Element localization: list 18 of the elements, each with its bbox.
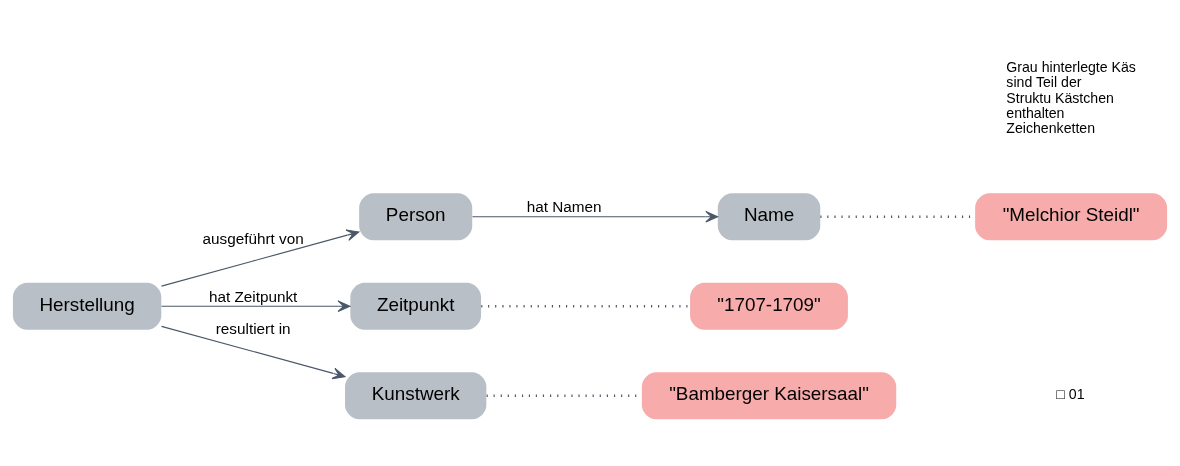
edge-label: ausgeführt von [202, 229, 304, 247]
node-box: "Melchior Steidl" [975, 192, 1168, 240]
arrow [160, 299, 351, 312]
label: Grau hinterlegte Käs sind Teil der Struktu Kästchen enthalten Zeichenketten [1006, 58, 1136, 136]
arrow [471, 210, 719, 223]
node-box: Kunstwerk [345, 371, 487, 419]
arrow [160, 228, 360, 287]
node-box: "1707-1709" [690, 282, 848, 330]
node-box: Herstellung [12, 282, 162, 330]
node-box: Name [717, 192, 821, 240]
label: □ 01 [1056, 385, 1085, 402]
arrow [160, 325, 346, 379]
edge-label: hat Zeitpunkt [208, 287, 298, 305]
edge-label: hat Namen [526, 197, 602, 215]
node-box: Zeitpunkt [350, 282, 482, 330]
edge-label: resultiert in [215, 319, 291, 337]
node-box: "Bamberger Kaisersaal" [641, 371, 897, 419]
node-box: Person [359, 192, 473, 240]
